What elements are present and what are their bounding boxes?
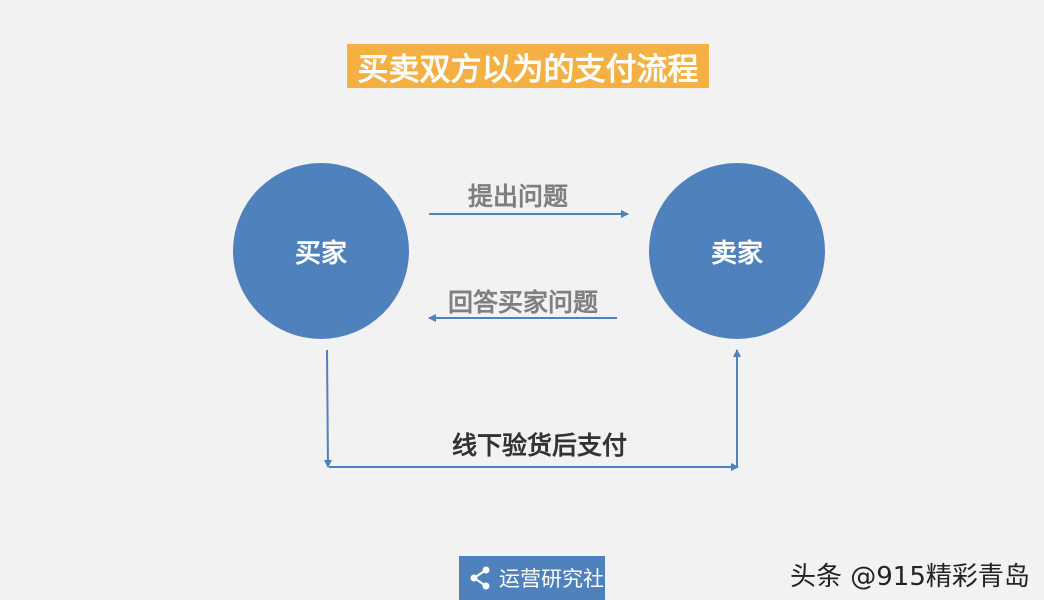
watermark: 头条 @915精彩青岛	[790, 562, 1030, 592]
node-buyer: 买家	[233, 163, 409, 339]
node-seller: 卖家	[649, 163, 825, 339]
brand-label: 运营研究社	[499, 567, 604, 591]
share-icon	[467, 565, 493, 591]
brand-badge: 运营研究社	[459, 556, 605, 600]
diagram-title: 买卖双方以为的支付流程	[347, 44, 709, 88]
edge-label-answer: 回答买家问题	[448, 288, 599, 317]
edge-label-ask: 提出问题	[468, 182, 569, 211]
edge-label-offline-payment: 线下验货后支付	[452, 431, 628, 460]
arrow-buyer-down	[323, 349, 332, 468]
